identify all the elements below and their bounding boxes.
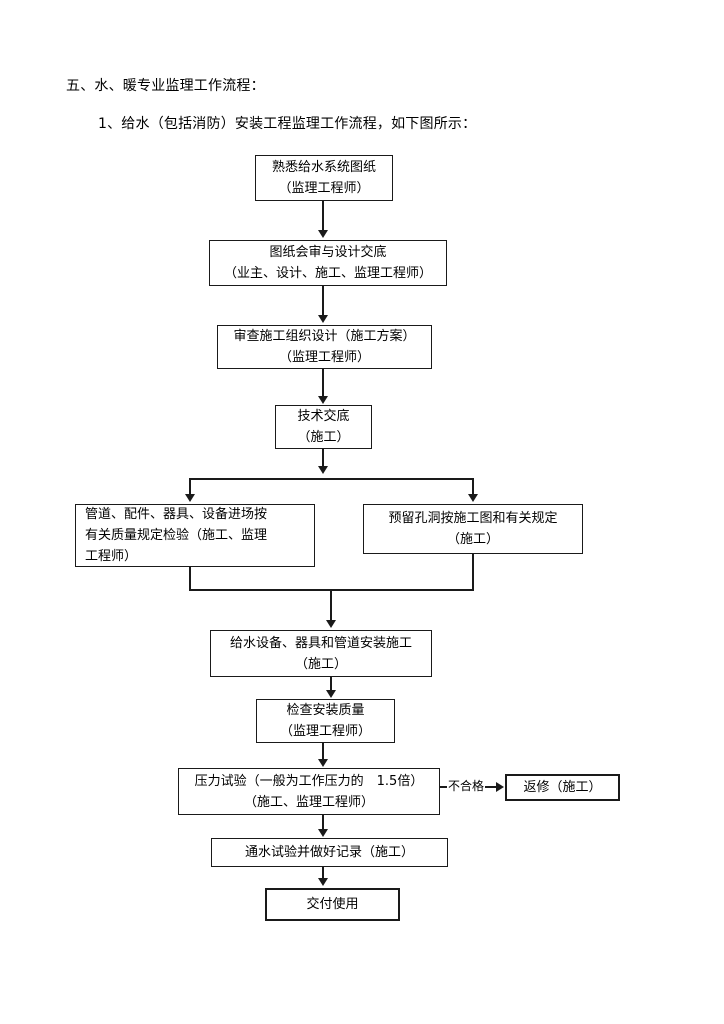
split-bar bbox=[189, 478, 474, 480]
flow-node-line: （施工） bbox=[297, 430, 350, 445]
connector-n3-n4 bbox=[322, 369, 324, 398]
arrow-n9-n10 bbox=[496, 782, 504, 792]
flow-node-handover: 交付使用 bbox=[265, 888, 400, 921]
flow-node-line: 通水试验并做好记录（施工） bbox=[244, 845, 414, 860]
arrow-n1-n2 bbox=[318, 230, 328, 238]
flow-node-line: （监理工程师） bbox=[278, 181, 370, 196]
flow-node-quality-check: 检查安装质量 （监理工程师） bbox=[256, 699, 395, 743]
arrow-n4-split bbox=[318, 466, 328, 474]
arrow-n2-n3 bbox=[318, 315, 328, 323]
edge-label-unqualified: 不合格 bbox=[447, 778, 486, 794]
flow-node-reserved-holes: 预留孔洞按施工图和有关规定 （施工） bbox=[363, 504, 583, 554]
flow-node-technical-disclosure: 技术交底 （施工） bbox=[275, 405, 372, 449]
section-heading: 五、水、暖专业监理工作流程： bbox=[66, 78, 265, 94]
flow-node-line: 压力试验（一般为工作压力的 1.5倍） bbox=[194, 773, 424, 789]
flow-node-line: （施工） bbox=[294, 656, 347, 672]
flow-node-line: 有关质量规定检验（施工、监理 bbox=[85, 528, 268, 543]
connector-n7-n8 bbox=[330, 677, 332, 693]
flow-node-line: （施工） bbox=[446, 532, 499, 547]
connector-n11-n12 bbox=[322, 867, 324, 880]
flow-node-pressure-test: 压力试验（一般为工作压力的 1.5倍） （施工、监理工程师） bbox=[178, 768, 440, 815]
flow-node-line: 给水设备、器具和管道安装施工 bbox=[229, 635, 412, 651]
flow-node-line: 管道、配件、器具、设备进场按 bbox=[85, 507, 268, 522]
connector-n2-n3 bbox=[322, 286, 324, 317]
arrow-merge-n7 bbox=[326, 620, 336, 628]
connector-merge-n7 bbox=[330, 591, 332, 622]
arrow-n7-n8 bbox=[326, 690, 336, 698]
flow-node-line: 图纸会审与设计交底 bbox=[269, 245, 387, 260]
connector-n4-split bbox=[322, 449, 324, 470]
flow-node-line: （监理工程师） bbox=[278, 350, 370, 365]
flow-node-review-construction-plan: 审查施工组织设计（施工方案） （监理工程师） bbox=[217, 325, 432, 369]
arrow-n9-n11 bbox=[318, 829, 328, 837]
arrow-n11-n12 bbox=[318, 878, 328, 886]
flow-node-water-test: 通水试验并做好记录（施工） bbox=[211, 838, 448, 867]
flow-node-line: 交付使用 bbox=[306, 897, 359, 912]
subsection-heading: 1、给水（包括消防）安装工程监理工作流程，如下图所示： bbox=[98, 116, 477, 132]
flow-node-line: 审查施工组织设计（施工方案） bbox=[233, 329, 416, 344]
flow-node-line: 工程师） bbox=[85, 549, 138, 564]
flow-node-rework: 返修（施工） bbox=[505, 774, 620, 801]
flow-node-line: 预留孔洞按施工图和有关规定 bbox=[388, 511, 558, 526]
flow-node-line: （施工、监理工程师） bbox=[243, 794, 374, 810]
merge-branch-right bbox=[472, 554, 474, 591]
connector-n1-n2 bbox=[322, 201, 324, 232]
flow-node-familiarize-drawings: 熟悉给水系统图纸 （监理工程师） bbox=[255, 155, 393, 201]
flow-node-line: （业主、设计、施工、监理工程师） bbox=[223, 266, 432, 281]
merge-bar bbox=[189, 589, 474, 591]
arrow-n8-n9 bbox=[318, 759, 328, 767]
flow-node-line: 检查安装质量 bbox=[286, 703, 365, 718]
arrow-split-left bbox=[185, 494, 195, 502]
flow-node-material-inspection: 管道、配件、器具、设备进场按 有关质量规定检验（施工、监理 工程师） bbox=[75, 504, 315, 567]
arrow-n3-n4 bbox=[318, 396, 328, 404]
connector-n8-n9 bbox=[322, 743, 324, 761]
flow-node-line: 技术交底 bbox=[297, 409, 350, 424]
flow-node-installation: 给水设备、器具和管道安装施工 （施工） bbox=[210, 630, 432, 677]
flow-node-line: （监理工程师） bbox=[279, 724, 371, 739]
flow-node-line: 熟悉给水系统图纸 bbox=[271, 160, 376, 175]
flow-node-drawing-review: 图纸会审与设计交底 （业主、设计、施工、监理工程师） bbox=[209, 240, 447, 286]
connector-n9-n11 bbox=[322, 815, 324, 831]
merge-branch-left bbox=[189, 567, 191, 591]
arrow-split-right bbox=[468, 494, 478, 502]
split-branch-left bbox=[189, 478, 191, 496]
flow-node-line: 返修（施工） bbox=[523, 780, 602, 795]
split-branch-right bbox=[472, 478, 474, 496]
